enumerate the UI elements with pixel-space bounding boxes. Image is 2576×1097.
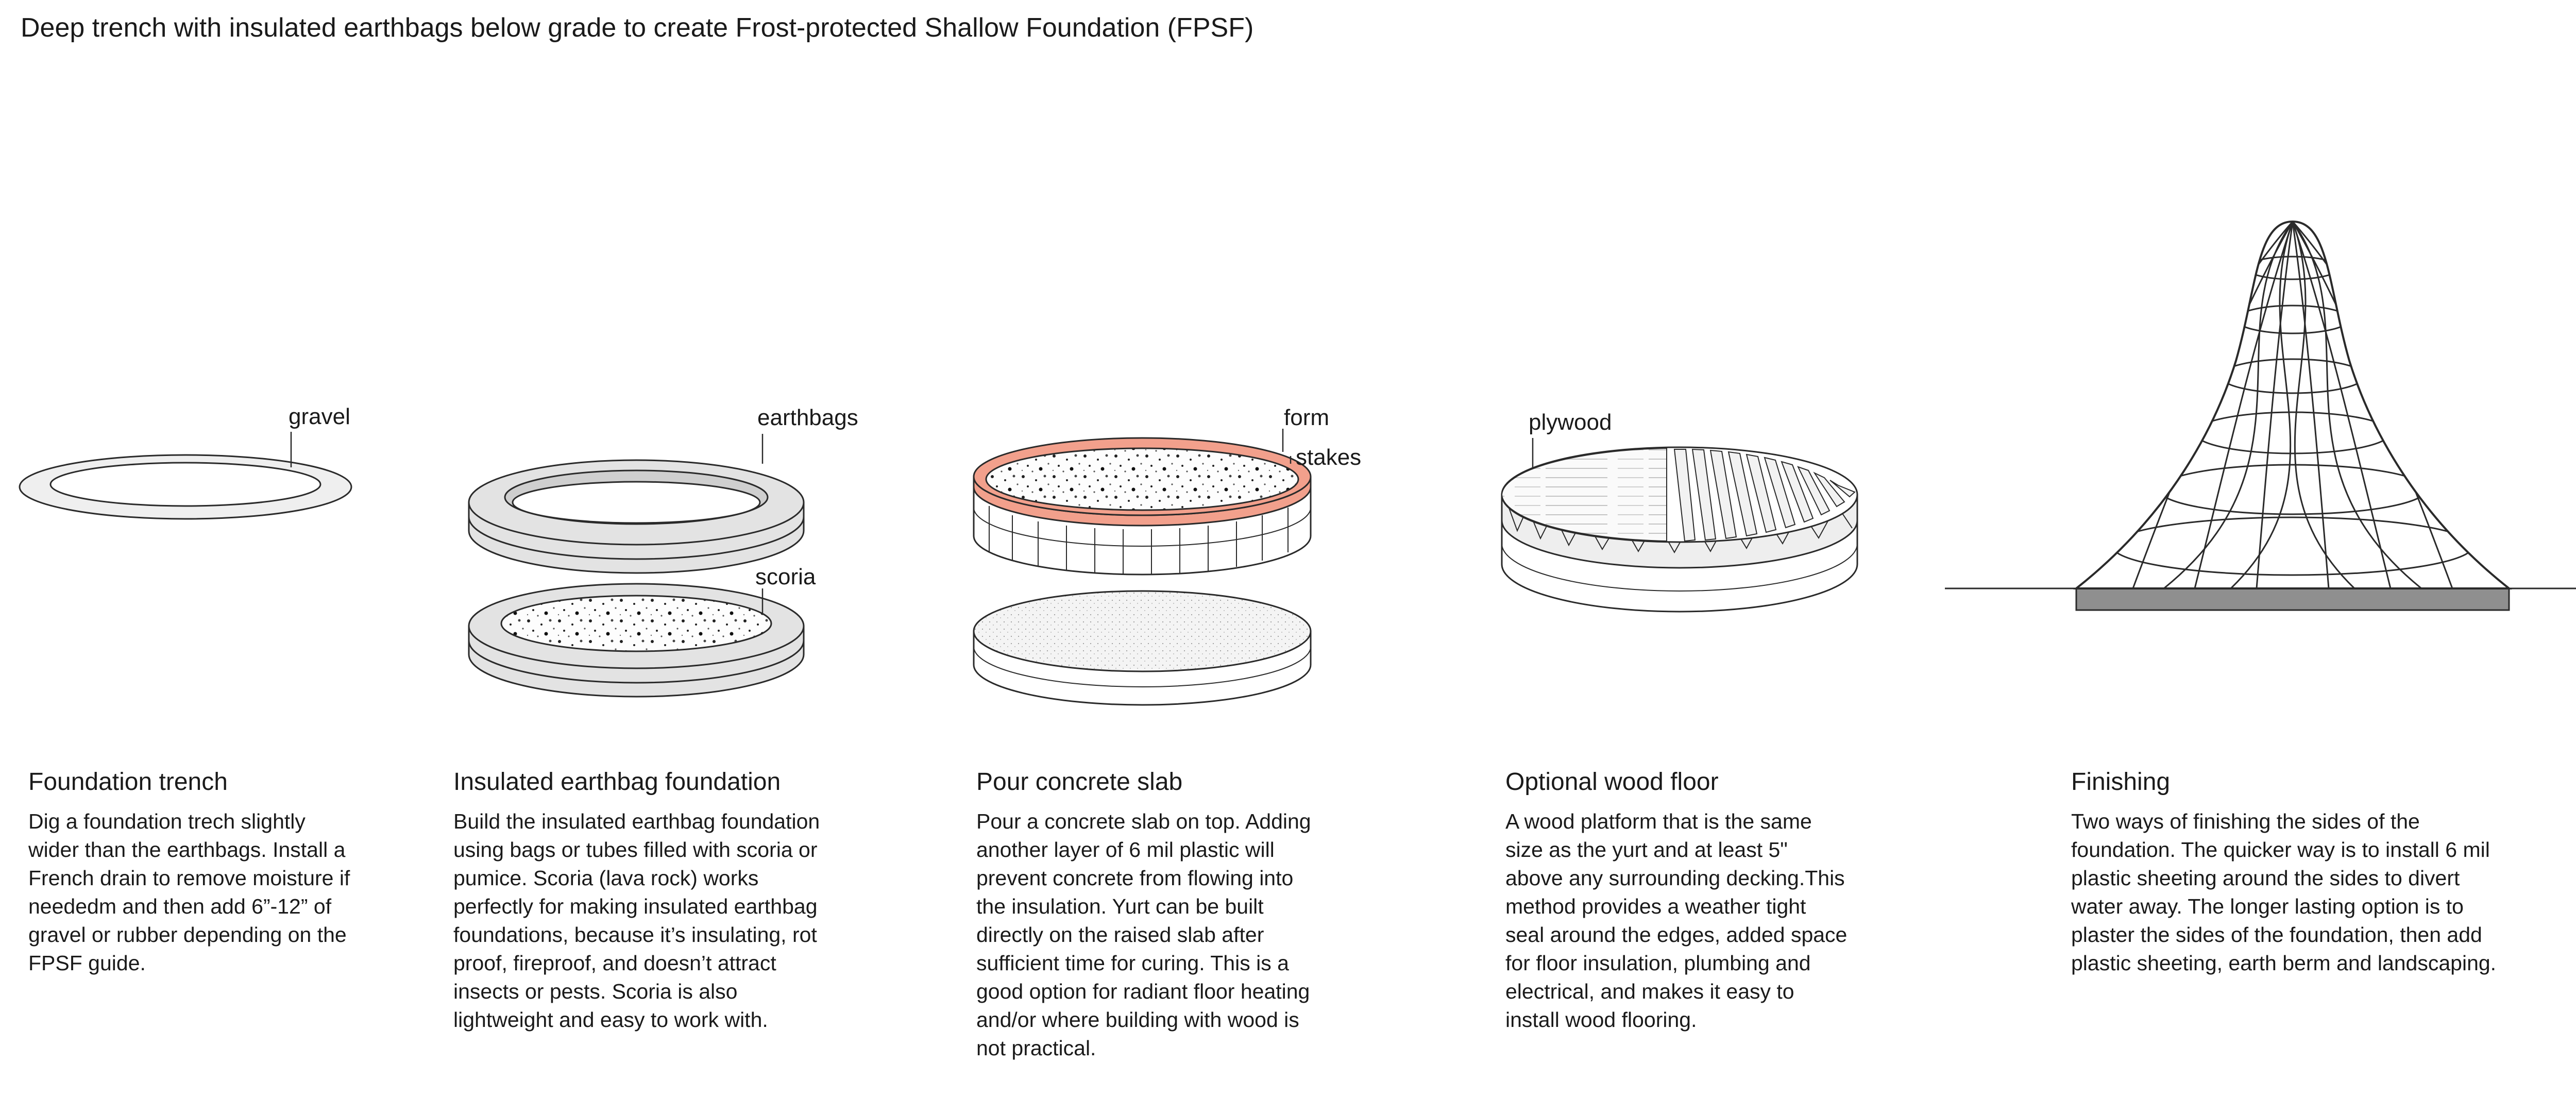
foundation-base [2075, 587, 2510, 611]
step-finishing: Finishing Two ways of finishing the side… [2071, 768, 2499, 977]
plywood-label: plywood [1529, 410, 1612, 435]
earthbag-ring-scoria-illustration [468, 583, 805, 698]
earthbags-label: earthbags [757, 405, 858, 430]
earthbag-ring-upper-illustration [468, 434, 805, 574]
stakes-label: stakes [1296, 445, 1361, 470]
gravel-label: gravel [289, 404, 350, 429]
finished-yurt-illustration [1945, 220, 2576, 611]
step-description: A wood platform that is the same size as… [1505, 809, 1848, 1032]
gravel-ring-illustration [19, 432, 352, 520]
step-heading: Insulated earthbag foundation [453, 768, 781, 796]
concrete-form-illustration [973, 429, 1312, 576]
concrete-slab-illustration [973, 590, 1312, 706]
step-heading: Foundation trench [28, 768, 228, 796]
wood-floor-illustration [1501, 438, 1858, 613]
step-heading: Optional wood floor [1505, 768, 1719, 796]
form-label: form [1284, 405, 1329, 430]
step-description: Dig a foundation trech slightly wider th… [28, 809, 350, 975]
step-description: Pour a concrete slab on top. Adding anot… [976, 809, 1311, 1060]
step-description: Two ways of finishing the sides of the f… [2071, 809, 2497, 975]
step-optional-wood-floor: Optional wood floor A wood platform that… [1505, 768, 1851, 1034]
page-title: Deep trench with insulated earthbags bel… [21, 13, 1254, 43]
step-description: Build the insulated earthbag foundation … [453, 809, 820, 1032]
step-heading: Pour concrete slab [976, 768, 1183, 796]
yurt-lattice [2076, 222, 2509, 588]
scoria-label: scoria [755, 564, 816, 589]
step-heading: Finishing [2071, 768, 2171, 796]
step-foundation-trench: Foundation trench Dig a foundation trech… [28, 768, 358, 977]
step-insulated-earthbag-foundation: Insulated earthbag foundation Build the … [453, 768, 829, 1034]
step-pour-concrete-slab: Pour concrete slab Pour a concrete slab … [976, 768, 1316, 1062]
